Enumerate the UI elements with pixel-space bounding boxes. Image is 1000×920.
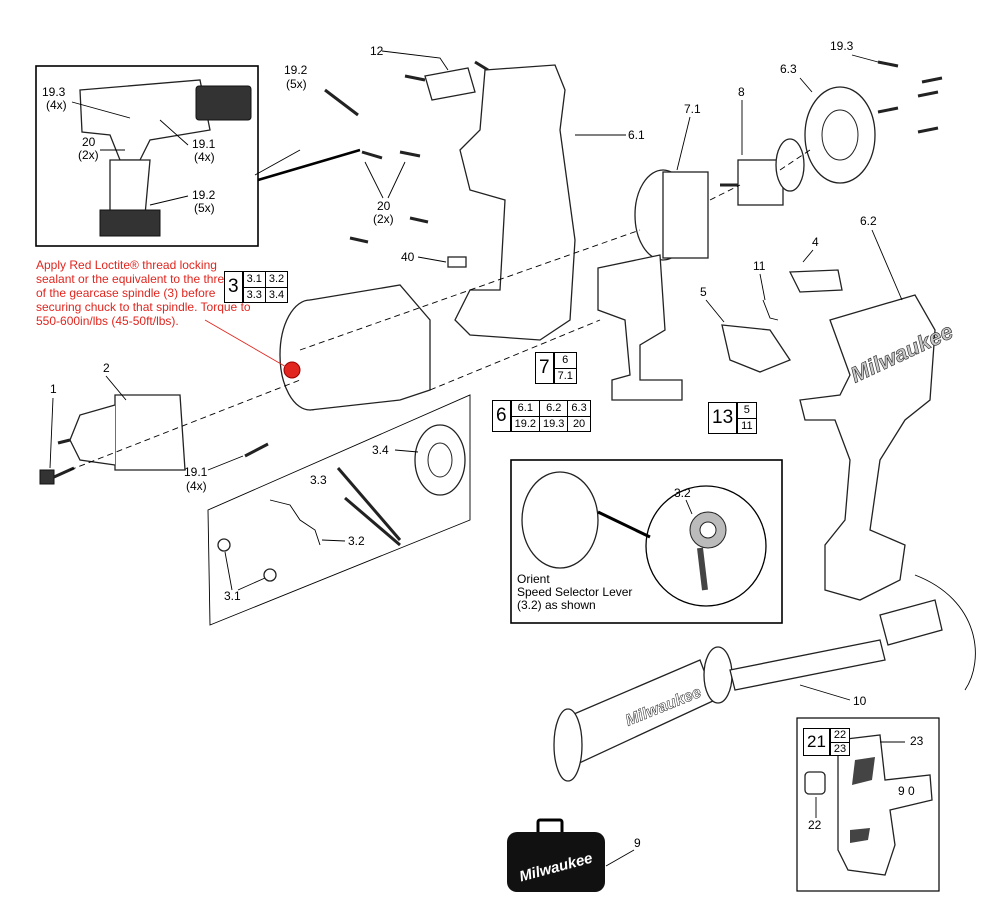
- kit-6-number: 6: [493, 401, 511, 431]
- kit-3-cell: 3.2: [264, 272, 288, 288]
- chuck-2: [114, 394, 186, 471]
- kit-21-number: 21: [804, 729, 830, 755]
- orient-line: (3.2) as shown: [517, 598, 596, 612]
- label-3-4: 3.4: [372, 443, 389, 457]
- end-cap-6-3: [804, 86, 876, 184]
- label-plate-12: [424, 67, 476, 101]
- kit-6-cell: 6.3: [567, 401, 590, 417]
- kit-13-number: 13: [709, 403, 738, 433]
- screws-19-3: [877, 60, 943, 134]
- switch-assembly-7: [597, 254, 683, 401]
- label-3-2: 3.2: [348, 534, 365, 548]
- label-6-1: 6.1: [628, 128, 645, 142]
- assembled-drill-inset: [35, 65, 361, 247]
- label-7-1: 7.1: [684, 102, 701, 116]
- kit-box-3: 3 3.1 3.2 3.3 3.4: [224, 271, 289, 303]
- housing-half-6-2: [799, 294, 936, 601]
- inset-label-20: 20: [82, 135, 96, 149]
- label-4: 4: [812, 235, 819, 249]
- pin-3-3: [336, 467, 402, 541]
- label-1: 1: [50, 382, 57, 396]
- orient-instruction: Orient Speed Selector Lever (3.2) as sho…: [517, 573, 632, 612]
- reverse-lever-5: [721, 324, 791, 373]
- kit-6-cell: 6.1: [510, 401, 539, 417]
- label-22: 22: [808, 818, 822, 832]
- carrying-case-9: Milwaukee: [507, 818, 605, 892]
- kit-6-cell: 6.2: [539, 401, 568, 417]
- label-11: 11: [753, 259, 766, 273]
- kit-21-cell: 22: [829, 729, 850, 743]
- inset-label-19-2: 19.2: [192, 188, 216, 202]
- label-3-3: 3.3: [310, 473, 327, 487]
- housing-half-6-1: [454, 64, 576, 341]
- label-9: 9: [634, 836, 641, 850]
- screw-40: [447, 256, 467, 268]
- kit-3-cell: 3.3: [242, 287, 265, 302]
- kit-box-6: 6 6.1 6.2 6.3 19.2 19.3 20: [492, 400, 591, 432]
- kit-3-cell: 3.1: [242, 272, 265, 288]
- label-40: 40: [401, 250, 415, 264]
- qty-19-2: (5x): [286, 77, 307, 91]
- inset-qty-19-3: (4x): [46, 98, 67, 112]
- spring-11: [762, 299, 779, 321]
- armature-8: [720, 138, 805, 206]
- label-12: 12: [370, 44, 384, 58]
- inset-qty-19-1: (4x): [194, 150, 215, 164]
- qty-20: (2x): [373, 212, 394, 226]
- qty-19-1: (4x): [186, 479, 207, 493]
- label-19-1: 19.1: [184, 465, 208, 479]
- screw-1: [39, 466, 75, 485]
- lever-3-2: [269, 499, 321, 546]
- label-3-1: 3.1: [224, 589, 241, 603]
- kit-13-cell: 5: [737, 403, 756, 419]
- kit-6-cell: 19.3: [539, 416, 567, 431]
- kit-box-7: 7 6 7.1: [535, 352, 577, 384]
- kit-7-number: 7: [536, 353, 554, 383]
- label-19-2: 19.2: [284, 63, 308, 77]
- orient-line: Orient: [517, 572, 550, 586]
- kit-13-cell: 11: [737, 418, 755, 433]
- label-6-2: 6.2: [860, 214, 877, 228]
- loctite-instruction-note: Apply Red Loctite® thread locking sealan…: [36, 258, 251, 328]
- gearcase-kit-bracket: [207, 394, 471, 626]
- label-8: 8: [738, 85, 745, 99]
- kit-box-21: 21 22 23: [803, 728, 851, 756]
- kit-box-13: 13 5 11: [708, 402, 757, 434]
- kit-3-cell: 3.4: [264, 287, 287, 302]
- label-5: 5: [700, 285, 707, 299]
- inset-label-19-3: 19.3: [42, 85, 66, 99]
- label-6-3: 6.3: [780, 62, 797, 76]
- kit-7-cell: 6: [553, 353, 576, 369]
- speed-lever-detail-inset: [510, 459, 783, 624]
- kit-6-cell: 20: [567, 416, 589, 431]
- detail-label-3-2: 3.2: [674, 486, 691, 500]
- slide-4: [788, 269, 843, 293]
- label-10: 10: [853, 694, 867, 708]
- inset-label-19-1: 19.1: [192, 137, 216, 151]
- screws-19-2: [324, 60, 489, 244]
- inset-qty-20: (2x): [78, 148, 99, 162]
- inset-qty-19-2: (5x): [194, 201, 215, 215]
- label-20: 20: [377, 199, 391, 213]
- clip-text: 9 0: [898, 784, 915, 798]
- washer-3-1: [217, 538, 231, 552]
- kit-21-cell: 23: [829, 742, 849, 755]
- label-19-3: 19.3: [830, 39, 854, 53]
- kit-7-cell: 7.1: [553, 368, 576, 383]
- ring-gear-3-4: [414, 424, 466, 496]
- orient-line: Speed Selector Lever: [517, 585, 633, 599]
- screw-19-1: [244, 442, 269, 458]
- label-2: 2: [103, 361, 110, 375]
- kit-3-number: 3: [225, 272, 243, 302]
- kit-6-cell: 19.2: [510, 416, 539, 431]
- spindle-marker: [283, 361, 301, 379]
- label-23: 23: [910, 734, 924, 748]
